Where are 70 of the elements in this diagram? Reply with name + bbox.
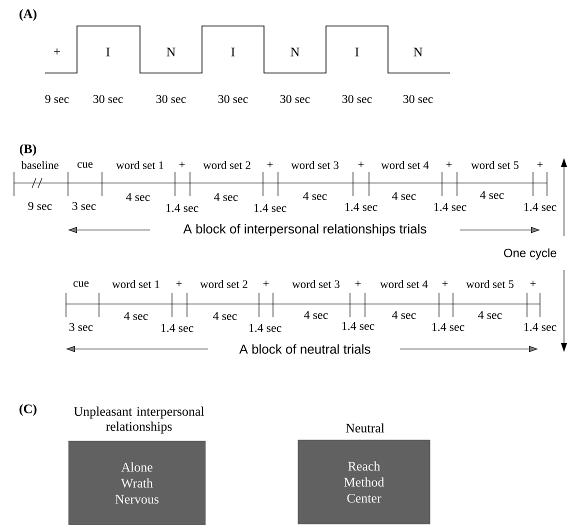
screen-heading: Unpleasant interpersonal relationships (74, 406, 204, 434)
duration-label: 1.4 sec (345, 202, 378, 212)
event-label: word set 3 (291, 160, 338, 170)
duration-label: 9 sec (45, 94, 69, 104)
duration-label: 1.4 sec (434, 202, 466, 212)
duration-label: 4 sec (126, 193, 150, 201)
panel-label: (A) (20, 9, 36, 21)
duration-label: 3 sec (69, 322, 93, 332)
condition-letter: N (290, 48, 300, 56)
event-label: + (442, 280, 448, 286)
cycle-label: One cycle (504, 248, 556, 260)
duration-label: 4 sec (392, 192, 416, 200)
duration-label: 1.4 sec (161, 324, 194, 332)
event-label: + (267, 162, 273, 168)
event-label: + (179, 162, 185, 168)
duration-label: 4 sec (124, 312, 148, 320)
panel-label: (B) (20, 144, 36, 156)
event-label: word set 3 (292, 280, 340, 288)
duration-label: 30 sec (156, 94, 186, 104)
duration-label: 30 sec (403, 94, 433, 104)
duration-label: 1.4 sec (254, 204, 286, 212)
condition-letter: I (106, 48, 110, 56)
duration-label: 1.4 sec (249, 324, 282, 332)
condition-letter: I (231, 48, 235, 56)
duration-label: 4 sec (303, 192, 327, 200)
duration-label: 9 sec (28, 202, 52, 210)
condition-letter: N (414, 48, 422, 56)
duration-label: 1.4 sec (524, 202, 556, 212)
duration-label: 30 sec (280, 94, 310, 104)
duration-label: 1.4 sec (524, 322, 556, 332)
event-label: word set 1 (112, 280, 160, 288)
condition-letter: N (166, 48, 176, 56)
condition-letter: + (54, 48, 60, 54)
duration-label: 1.4 sec (342, 322, 374, 330)
duration-label: 30 sec (218, 94, 248, 104)
duration-label: 3 sec (72, 202, 96, 210)
block-label: A block of interpersonal relationships trials (180, 220, 430, 240)
event-label: baseline (21, 160, 58, 170)
event-label: word set 1 (116, 160, 164, 170)
event-label: + (355, 280, 361, 286)
event-label: + (530, 280, 536, 286)
word-screen: Alone Wrath Nervous (68, 440, 206, 525)
duration-label: 4 sec (304, 311, 328, 319)
event-label: word set 5 (471, 160, 518, 170)
event-label: word set 2 (200, 280, 248, 288)
duration-label: 4 sec (392, 311, 416, 319)
event-label: word set 4 (381, 160, 429, 170)
event-label: + (263, 280, 269, 286)
event-label: word set 2 (203, 160, 250, 170)
panel-label: (C) (20, 404, 36, 416)
event-label: word set 4 (380, 280, 428, 288)
screen-heading: Neutral (346, 423, 384, 432)
duration-label: 1.4 sec (166, 204, 198, 212)
event-label: cue (77, 162, 93, 168)
duration-label: 4 sec (480, 191, 504, 199)
event-label: + (446, 162, 452, 168)
word-screen: Reach Method Center (298, 440, 430, 524)
event-label: + (537, 162, 543, 168)
duration-label: 4 sec (213, 312, 237, 320)
condition-letter: I (355, 48, 359, 56)
duration-label: 30 sec (93, 94, 123, 104)
event-label: cue (73, 281, 89, 287)
event-label: word set 5 (466, 280, 514, 288)
duration-label: 4 sec (214, 193, 238, 201)
event-label: + (358, 162, 364, 168)
duration-label: 30 sec (342, 94, 372, 104)
block-label: A block of neutral trials (236, 341, 374, 357)
duration-label: 1.4 sec (432, 322, 464, 332)
duration-label: 4 sec (478, 311, 502, 319)
event-label: + (176, 280, 182, 286)
